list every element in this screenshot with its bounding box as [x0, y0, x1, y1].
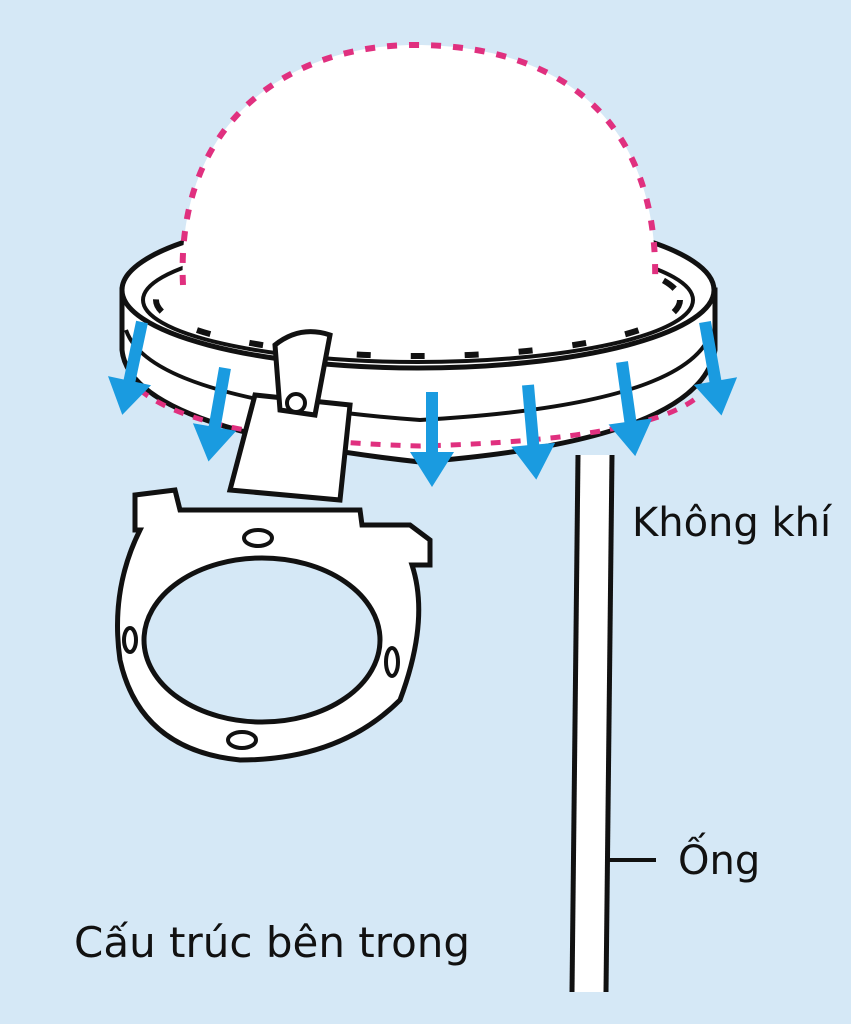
- diagram-title: Cấu trúc bên trong: [74, 918, 471, 967]
- handle-ring: [115, 329, 433, 763]
- tube-label: Ống: [678, 838, 761, 884]
- tube: [569, 454, 656, 993]
- dome: [179, 41, 659, 308]
- air-label: Không khí: [632, 500, 832, 546]
